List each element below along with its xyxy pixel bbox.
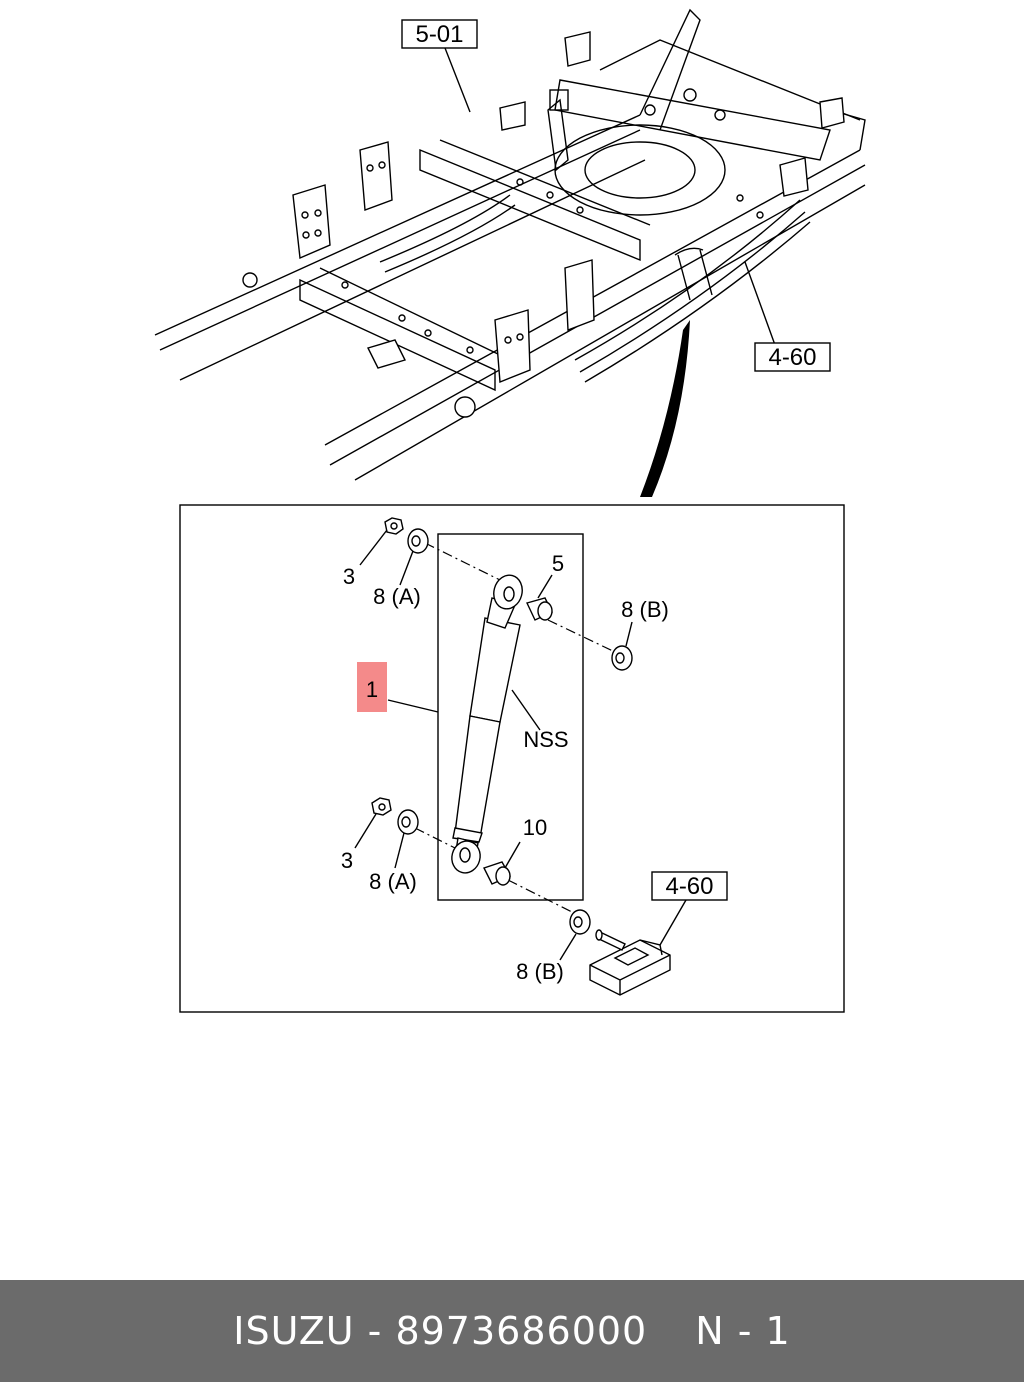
parts-diagram: 5-01 4-60 bbox=[154, 8, 866, 1013]
washer-top bbox=[407, 528, 429, 554]
label-washer-bottom: 8 (A) bbox=[369, 869, 417, 894]
label-nut-bottom: 3 bbox=[341, 848, 353, 873]
label-shock-absorber: 1 bbox=[366, 677, 378, 702]
washer-right bbox=[611, 645, 633, 671]
bushing-bottom bbox=[483, 861, 511, 886]
nut-top bbox=[384, 517, 404, 535]
label-washer-top: 8 (A) bbox=[373, 584, 421, 609]
chassis-frame-drawing bbox=[154, 8, 866, 481]
assembly-frame bbox=[437, 533, 584, 901]
washer-bottom-right bbox=[569, 909, 591, 935]
detail-frame bbox=[179, 504, 845, 1013]
ref-box-top: 5-01 bbox=[401, 19, 478, 49]
label-bushing-bottom: 10 bbox=[523, 815, 547, 840]
ref-box-inset: 4-60 bbox=[651, 871, 728, 901]
shock-absorber bbox=[451, 574, 523, 874]
ref-inset-text: 4-60 bbox=[665, 873, 713, 900]
highlight-shock-label bbox=[357, 662, 387, 712]
ref-top-leader bbox=[444, 47, 471, 113]
footer-bar: ISUZU - 8973686000 N - 1 bbox=[0, 1280, 1024, 1382]
label-washer-bottom-right: 8 (B) bbox=[516, 959, 564, 984]
detail-pointer bbox=[640, 320, 690, 497]
ref-box-right: 4-60 bbox=[754, 342, 831, 372]
axis-lines bbox=[414, 542, 616, 916]
washer-bottom bbox=[397, 809, 419, 835]
bushing-top bbox=[526, 597, 553, 621]
label-leaders bbox=[354, 529, 687, 961]
ref-top-text: 5-01 bbox=[415, 21, 463, 48]
label-bushing-top: 5 bbox=[552, 551, 564, 576]
label-nss: NSS bbox=[523, 727, 568, 752]
ref-right-leader bbox=[744, 261, 776, 346]
ref-right-text: 4-60 bbox=[768, 344, 816, 371]
label-nut-top: 3 bbox=[343, 564, 355, 589]
nut-bottom bbox=[371, 797, 392, 816]
footer-page: N - 1 bbox=[695, 1309, 791, 1353]
footer-brand-part: ISUZU - 8973686000 bbox=[233, 1309, 648, 1353]
mounting-bracket bbox=[589, 929, 671, 996]
label-washer-right: 8 (B) bbox=[621, 597, 669, 622]
